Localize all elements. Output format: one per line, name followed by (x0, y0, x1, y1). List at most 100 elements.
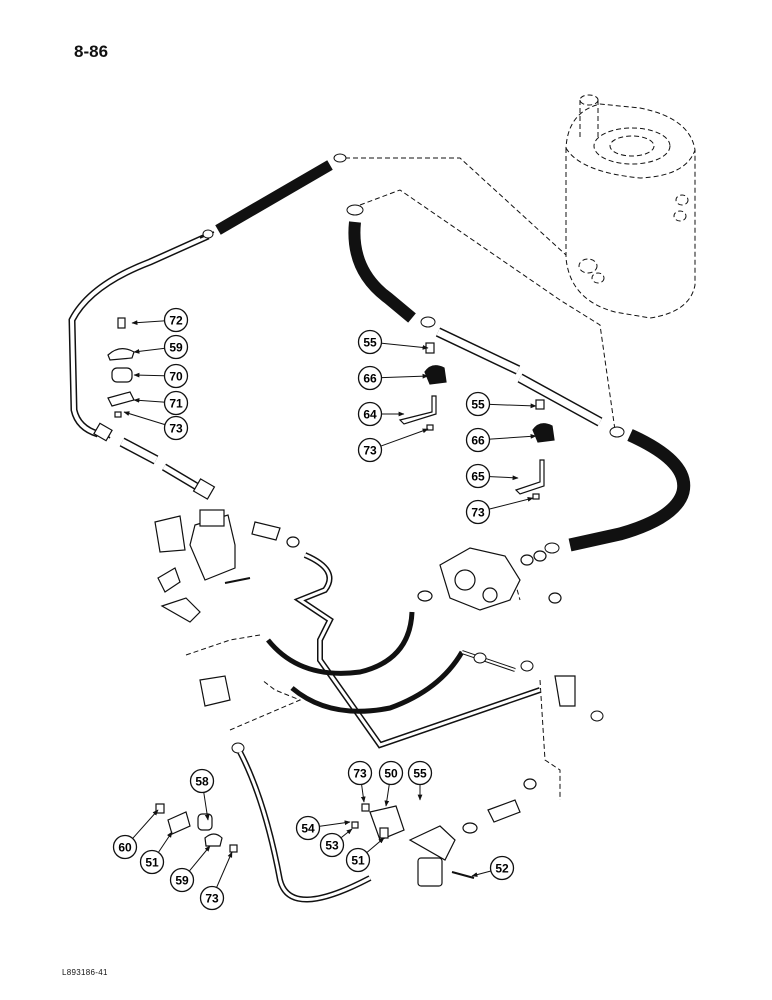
callout-13: 58 (189, 768, 215, 821)
callout-circle (465, 463, 491, 489)
callout-17: 73 (199, 851, 233, 911)
callout-number: 55 (413, 766, 427, 780)
callout-number: 73 (353, 766, 367, 780)
callout-leader (203, 792, 210, 821)
callout-leader (123, 411, 165, 425)
valve-assembly (154, 509, 541, 749)
callout-circle (295, 815, 321, 841)
callout-circle (357, 401, 383, 427)
callout-leader (471, 870, 491, 877)
callout-number: 58 (195, 774, 209, 788)
callout-number: 64 (363, 407, 377, 421)
callout-23: 51 (345, 837, 385, 873)
callout-number: 55 (363, 335, 377, 349)
callout-8: 73 (357, 428, 429, 463)
drawing-code: L893186-41 (62, 968, 108, 977)
callout-number: 55 (471, 397, 485, 411)
callout-number: 72 (169, 313, 183, 327)
callout-leader (133, 347, 165, 354)
callout-number: 73 (471, 505, 485, 519)
callout-leader (366, 837, 385, 853)
callout-leader (489, 475, 519, 481)
pressure-hoses (266, 611, 604, 722)
callout-1: 59 (133, 334, 189, 360)
callout-leader (216, 851, 233, 888)
callout-circle (139, 849, 165, 875)
callout-0: 72 (131, 307, 189, 333)
callout-group: 72 59 70 71 73 55 66 64 73 55 66 65 73 58 60 51 59 73 73 50… (112, 307, 537, 911)
callout-number: 51 (145, 855, 159, 869)
lower-tube (199, 675, 372, 903)
callout-circle (489, 855, 515, 881)
clamp-parts (107, 317, 555, 500)
callout-leader (489, 497, 534, 510)
callout-number: 73 (169, 421, 183, 435)
callout-number: 59 (169, 340, 183, 354)
callout-22: 53 (319, 828, 353, 858)
callout-number: 65 (471, 469, 485, 483)
callout-leader (133, 397, 165, 403)
callout-number: 50 (384, 766, 398, 780)
callout-number: 73 (363, 443, 377, 457)
callout-leader (133, 372, 165, 378)
callout-circle (465, 499, 491, 525)
suction-hose (346, 204, 691, 554)
callout-circle (465, 427, 491, 453)
callout-circle (357, 329, 383, 355)
callout-leader (132, 809, 159, 839)
callout-leader (489, 433, 537, 440)
callout-14: 60 (112, 809, 159, 860)
callout-12: 73 (465, 497, 534, 525)
callout-number: 53 (325, 838, 339, 852)
callout-9: 55 (465, 391, 537, 417)
callout-18: 73 (347, 760, 373, 803)
callout-leader (131, 320, 165, 326)
filter-assembly (369, 778, 537, 887)
callout-2: 70 (133, 363, 189, 389)
callout-circle (357, 437, 383, 463)
callout-number: 66 (363, 371, 377, 385)
callout-24: 52 (471, 855, 515, 881)
callout-number: 51 (351, 853, 365, 867)
callout-circle (347, 760, 373, 786)
callout-leader (360, 784, 366, 803)
callout-circle (112, 834, 138, 860)
callout-number: 70 (169, 369, 183, 383)
callout-leader (384, 784, 390, 807)
callout-circle (465, 391, 491, 417)
callout-circle (163, 390, 189, 416)
callout-number: 60 (118, 840, 132, 854)
callout-15: 51 (139, 831, 173, 875)
callout-number: 71 (169, 396, 183, 410)
callout-circle (163, 334, 189, 360)
callout-leader (319, 820, 351, 827)
callout-leader (381, 373, 429, 379)
callout-11: 65 (465, 463, 519, 489)
callout-16: 59 (169, 845, 211, 893)
callout-number: 59 (175, 873, 189, 887)
callout-3: 71 (133, 390, 189, 416)
callout-leader (381, 428, 429, 447)
callout-circle (199, 885, 225, 911)
callout-10: 66 (465, 427, 537, 453)
callout-circle (163, 363, 189, 389)
callout-4: 73 (123, 411, 189, 441)
callout-leader (158, 831, 173, 853)
callout-circle (345, 847, 371, 873)
callout-circle (319, 832, 345, 858)
callout-circle (169, 867, 195, 893)
callout-leader (341, 828, 353, 838)
callout-circle (378, 760, 404, 786)
callout-number: 73 (205, 891, 219, 905)
callout-leader (189, 845, 211, 872)
callout-number: 66 (471, 433, 485, 447)
reservoir-tank (565, 94, 696, 319)
callout-circle (407, 760, 433, 786)
callout-21: 54 (295, 815, 351, 841)
callout-7: 64 (357, 401, 405, 427)
callout-circle (163, 415, 189, 441)
callout-number: 52 (495, 861, 509, 875)
callout-5: 55 (357, 329, 429, 355)
callout-circle (357, 365, 383, 391)
